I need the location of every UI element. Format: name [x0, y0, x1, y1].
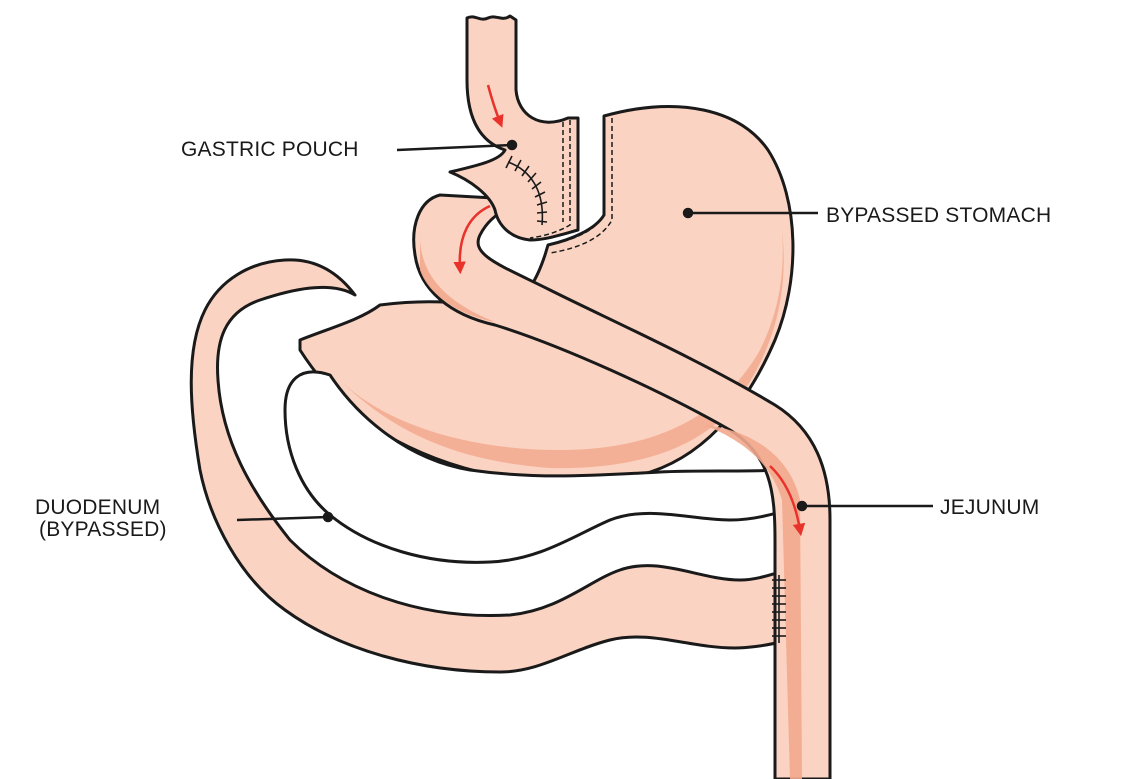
- label-gastric-pouch: GASTRIC POUCH: [181, 139, 359, 161]
- label-duodenum-line1: DUODENUM: [35, 497, 167, 519]
- label-jejunum: JEJUNUM: [940, 497, 1039, 519]
- label-bypassed-stomach: BYPASSED STOMACH: [826, 205, 1051, 227]
- label-duodenum-line2: (BYPASSED): [35, 519, 167, 541]
- leader-gastric-pouch: [397, 145, 512, 150]
- label-duodenum: DUODENUM (BYPASSED): [35, 497, 167, 541]
